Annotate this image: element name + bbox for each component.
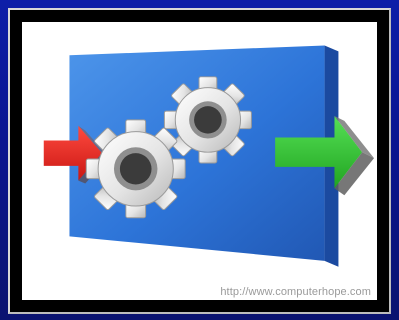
process-illustration: [22, 22, 377, 300]
upper-gear-icon: [164, 77, 251, 163]
image-frame: http://www.computerhope.com: [22, 22, 377, 300]
watermark-url: http://www.computerhope.com: [220, 286, 371, 298]
lower-gear-icon: [86, 120, 185, 218]
outer-frame-border: http://www.computerhope.com: [8, 8, 391, 314]
